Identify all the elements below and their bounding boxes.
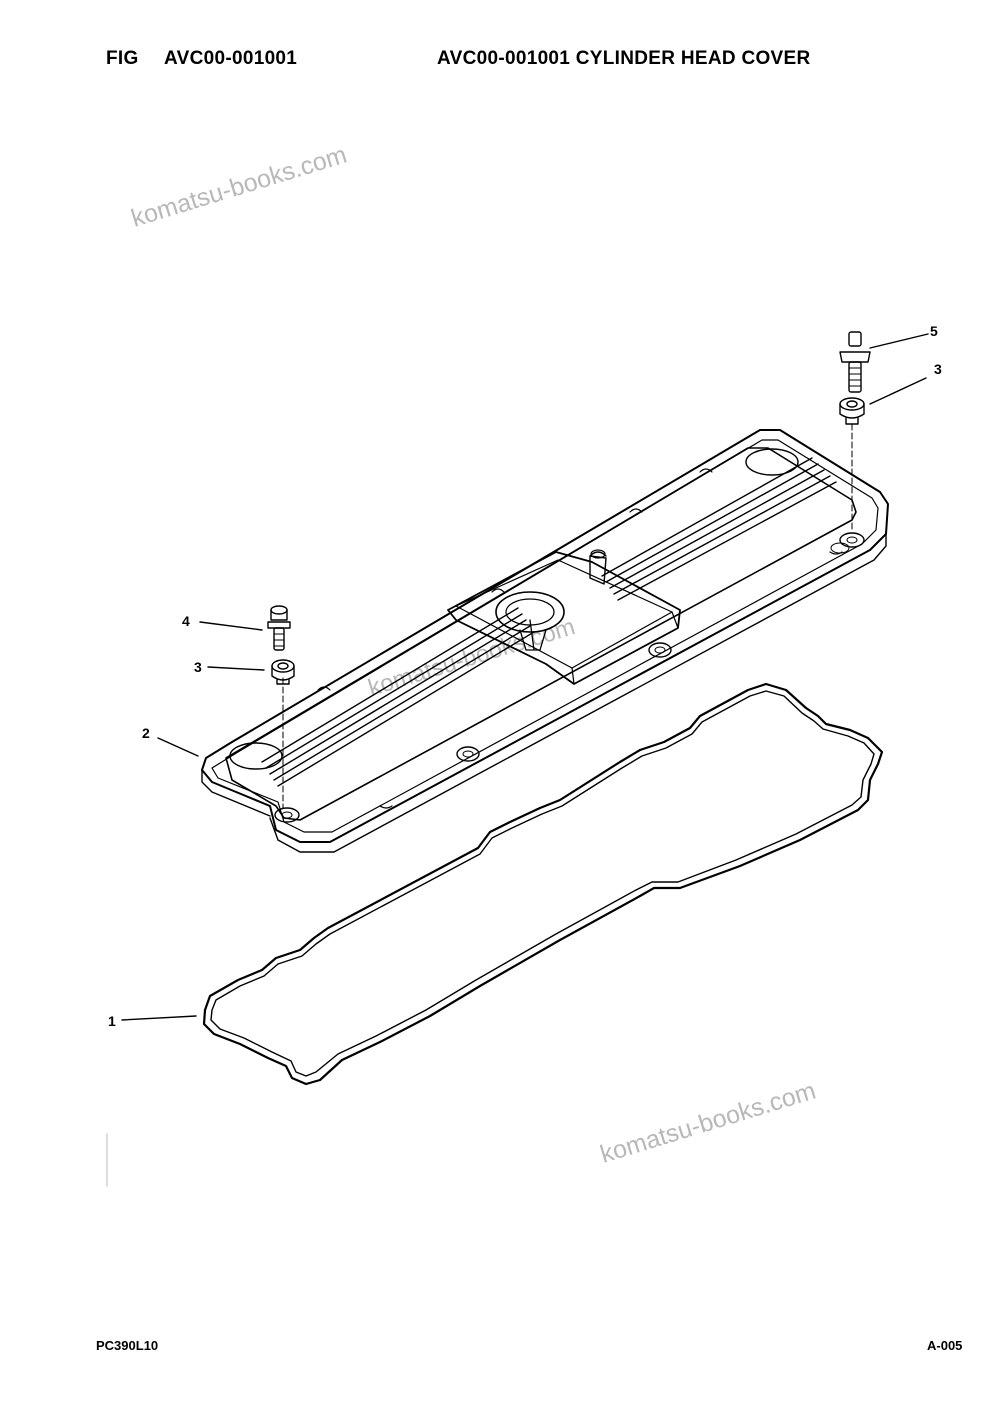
leader-line-1 <box>121 1015 197 1021</box>
figure-label: FIG <box>106 48 139 69</box>
callout-2[interactable]: 2 <box>142 725 150 741</box>
leader-line-2 <box>157 737 199 757</box>
leader-line-3-left <box>207 666 265 671</box>
bolt[interactable] <box>267 605 291 651</box>
leader-line-4 <box>199 621 263 631</box>
callout-3-left[interactable]: 3 <box>194 659 202 675</box>
callout-3-right[interactable]: 3 <box>934 361 942 377</box>
callout-5[interactable]: 5 <box>930 323 938 339</box>
stud-bolt[interactable] <box>839 331 871 393</box>
spacer-left[interactable] <box>271 659 295 685</box>
page-title: AVC00-001001 CYLINDER HEAD COVER <box>437 48 811 69</box>
cylinder-head-cover[interactable] <box>201 429 889 853</box>
page-number: A-005 <box>927 1338 963 1353</box>
gasket[interactable] <box>202 682 884 1086</box>
callout-1[interactable]: 1 <box>108 1013 116 1029</box>
callout-4[interactable]: 4 <box>182 613 190 629</box>
model-number: PC390L10 <box>96 1338 159 1353</box>
leader-line-3-right <box>869 377 927 405</box>
spacer-right[interactable] <box>839 397 865 425</box>
leader-line-5 <box>869 333 929 349</box>
figure-code: AVC00-001001 <box>164 48 298 69</box>
